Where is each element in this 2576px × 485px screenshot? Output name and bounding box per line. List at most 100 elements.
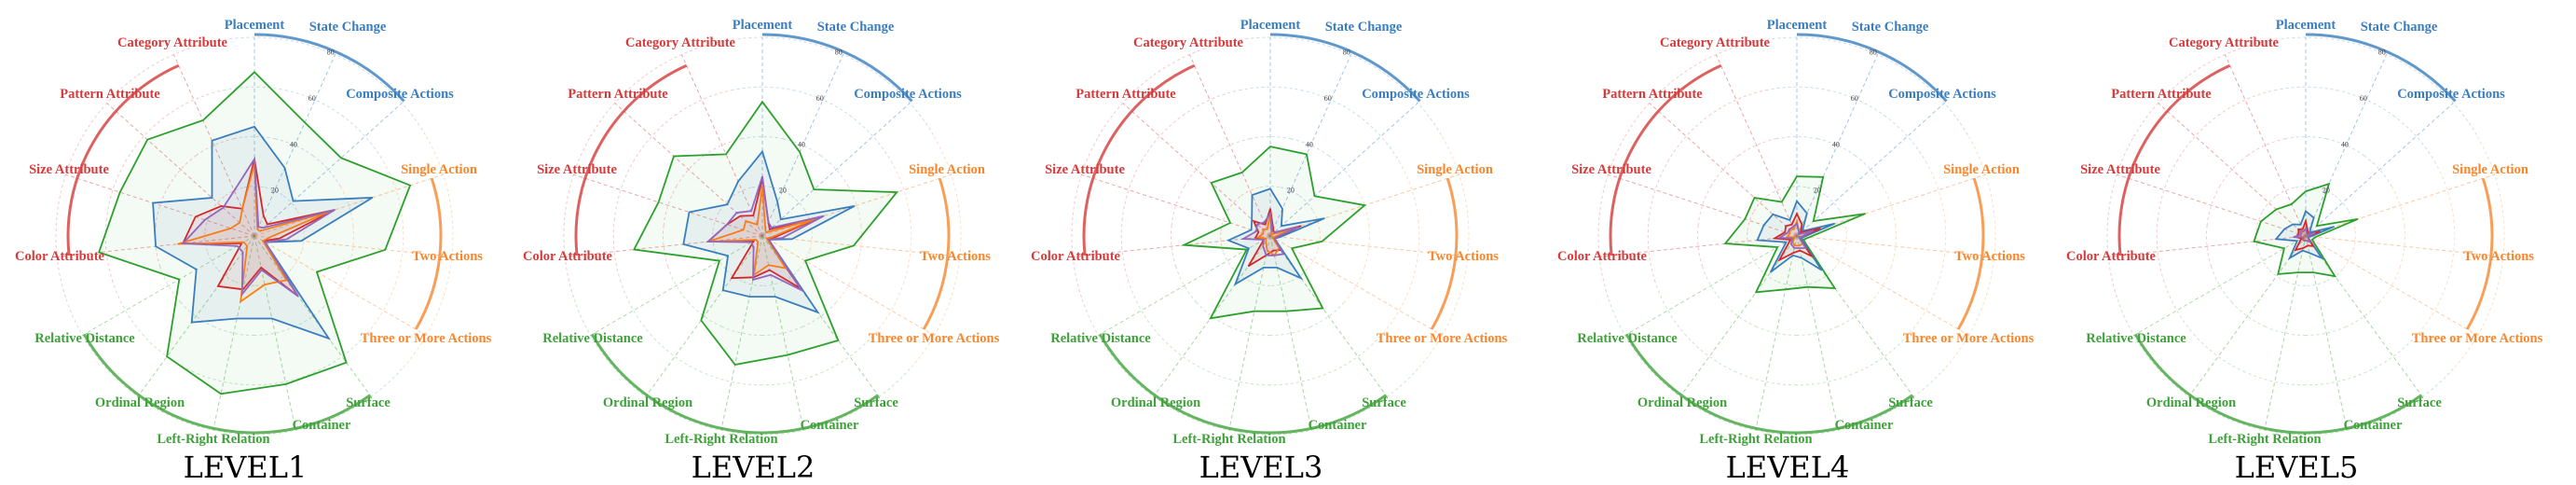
- series-1-point: [1781, 201, 1783, 203]
- series-3-point: [752, 215, 754, 216]
- grid-ring-segment: [1220, 211, 1228, 231]
- grid-ring-segment: [1189, 417, 1271, 436]
- grid-ring-segment: [1080, 297, 1124, 369]
- axis-label: Single Action: [2452, 162, 2528, 177]
- axis-label: State Change: [1325, 20, 1403, 35]
- grid-ring-segment: [2342, 251, 2354, 270]
- radial-tick-label: 80: [1343, 48, 1350, 57]
- category-group-arc: [2465, 177, 2494, 330]
- series-1-point: [1246, 249, 1248, 251]
- grid-ring-segment: [1597, 215, 1609, 298]
- series-5-point: [1269, 213, 1271, 215]
- grid-ring-segment: [1330, 335, 1382, 373]
- series-5-point: [1242, 238, 1244, 240]
- axis-label: Ordinal Region: [95, 395, 185, 410]
- grid-ring-segment: [2365, 335, 2418, 373]
- grid-ring-segment: [55, 215, 66, 298]
- grid-ring-segment: [312, 155, 341, 187]
- series-1-point: [119, 191, 121, 193]
- category-group-arc: [1625, 333, 1913, 435]
- grid-ring-segment: [1098, 75, 1155, 137]
- grid-ring-segment: [799, 251, 811, 270]
- series-2-point: [2289, 257, 2291, 259]
- series-5-point: [823, 215, 825, 217]
- grid-ring-segment: [104, 220, 114, 283]
- grid-ring-segment: [1171, 186, 1185, 226]
- axis-label: Single Action: [401, 162, 477, 177]
- grid-ring-segment: [1985, 215, 1996, 298]
- series-1-point: [340, 157, 342, 159]
- series-1-point: [98, 251, 100, 254]
- axis-label: Pattern Attribute: [1076, 87, 1176, 102]
- series-4-point: [1796, 220, 1798, 222]
- grid-ring-segment: [620, 282, 652, 337]
- series-4-point: [1270, 233, 1272, 235]
- grid-ring-segment: [341, 115, 384, 162]
- series-5-point: [1262, 245, 1264, 247]
- series-5-point: [726, 224, 728, 226]
- series-polygon-2: [2274, 209, 2335, 260]
- grid-ring-segment: [2156, 220, 2165, 283]
- series-1-point: [1807, 286, 1809, 288]
- grid-ring-segment: [612, 220, 622, 283]
- series-3-point: [731, 277, 733, 279]
- grid-ring-segment: [809, 230, 813, 252]
- grid-ring-segment: [1249, 135, 1292, 140]
- axis-spoke: [1269, 103, 1418, 237]
- grid-ring-segment: [1196, 301, 1230, 327]
- axis-spoke: [761, 235, 960, 257]
- grid-ring-segment: [563, 215, 574, 298]
- category-group-arc: [1269, 33, 1421, 103]
- grid-ring-segment: [1459, 215, 1470, 298]
- radial-tick-label: 40: [798, 140, 805, 148]
- series-1-point: [1724, 242, 1726, 244]
- series-polygon-5: [1240, 211, 1299, 256]
- grid-ring-segment: [155, 186, 170, 226]
- grid-ring-segment: [590, 75, 647, 137]
- grid-ring-segment: [1398, 160, 1419, 221]
- axis-label: Left-Right Relation: [1699, 432, 1812, 447]
- grid-ring-segment: [1240, 187, 1261, 197]
- axis-spoke: [1796, 235, 1994, 257]
- grid-ring-segment: [370, 75, 427, 137]
- series-3-point: [217, 285, 219, 287]
- grid-ring-segment: [1280, 187, 1300, 197]
- axis-label: Two Actions: [1428, 249, 1499, 264]
- grid-ring-segment: [2211, 266, 2233, 303]
- grid-ring-segment: [1607, 297, 1651, 369]
- grid-ring-segment: [1222, 251, 1234, 270]
- axis-spoke: [590, 235, 763, 336]
- series-1-point: [1269, 146, 1271, 147]
- series-5-point: [2307, 233, 2309, 235]
- grid-ring-segment: [1072, 136, 1099, 215]
- series-1-point: [409, 185, 411, 187]
- grid-ring-segment: [1228, 36, 1312, 43]
- grid-ring-segment: [1838, 41, 1914, 76]
- axis-label: Three or More Actions: [2412, 331, 2543, 346]
- axis-label: Ordinal Region: [1111, 395, 1200, 410]
- series-4-point: [1788, 232, 1790, 235]
- grid-ring-segment: [2477, 136, 2504, 215]
- axis-spoke: [253, 235, 372, 397]
- grid-ring-segment: [2335, 195, 2350, 212]
- series-4-point: [285, 279, 287, 281]
- series-5-point: [1256, 223, 1258, 226]
- series-4-point: [772, 236, 774, 238]
- series-2-point: [2309, 236, 2311, 238]
- series-3-point: [1774, 237, 1775, 240]
- series-4-point: [785, 267, 787, 270]
- series-1-point: [2260, 220, 2262, 222]
- grid-ring-segment: [1328, 155, 1357, 187]
- series-5-point: [1813, 229, 1815, 231]
- grid-ring-segment: [1760, 269, 1777, 283]
- series-1-point: [1183, 244, 1185, 246]
- axis-label: Category Attribute: [1660, 35, 1771, 50]
- grid-ring-segment: [211, 195, 226, 212]
- series-1-point: [2277, 273, 2279, 275]
- axis-label: Surface: [1362, 395, 1406, 410]
- grid-ring-segment: [1128, 282, 1160, 337]
- grid-ring-segment: [720, 36, 804, 43]
- axis-label: State Change: [1852, 20, 1929, 35]
- radial-tick-label: 40: [1832, 140, 1840, 148]
